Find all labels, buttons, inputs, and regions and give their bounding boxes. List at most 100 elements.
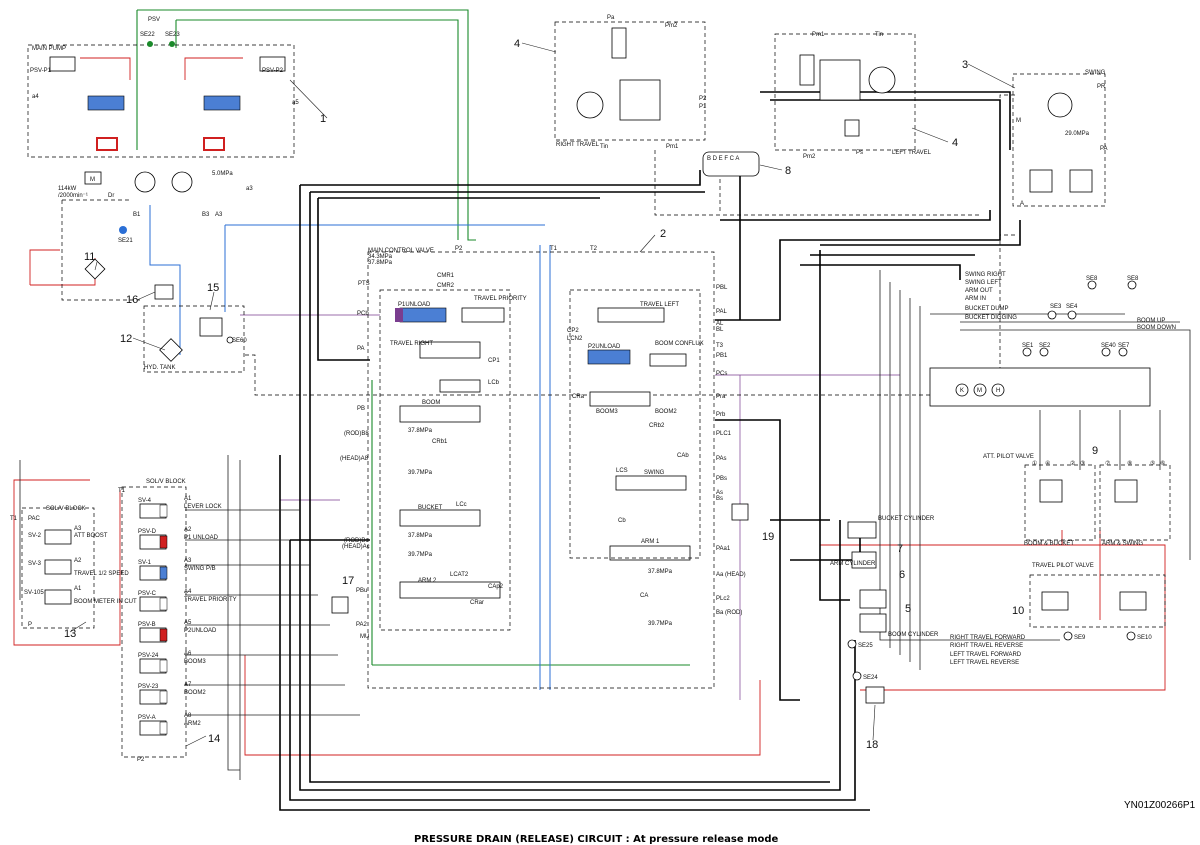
solenoid-id: PSV-A — [138, 715, 156, 721]
svg-text:PTS: PTS — [358, 281, 370, 287]
svg-text:MU: MU — [360, 634, 369, 640]
svg-text:SE25: SE25 — [858, 643, 873, 649]
solenoid-id: PSV-23 — [138, 684, 159, 690]
svg-text:PSV-P1: PSV-P1 — [30, 68, 52, 74]
svg-text:3: 3 — [962, 59, 968, 71]
svg-text:A3: A3 — [74, 526, 82, 532]
svg-text:①: ① — [1032, 460, 1037, 467]
svg-text:Pa: Pa — [607, 15, 615, 21]
svg-text:PBL: PBL — [716, 285, 728, 291]
svg-text:Pra: Pra — [716, 394, 726, 400]
svg-text:PCs: PCs — [716, 371, 727, 377]
cylinders: BUCKET CYLINDER ARM CYLINDER BOOM CYLIND… — [830, 516, 939, 638]
svg-text:PB1: PB1 — [716, 353, 728, 359]
svg-text:LEFT TRAVEL: LEFT TRAVEL — [892, 150, 932, 156]
svg-text:BOOM2: BOOM2 — [655, 409, 677, 415]
pilot-shuttle-block: K M H — [929, 367, 1151, 407]
right-travel-motor: Pa Pm2 RIGHT TRAVEL Tin Pm1 P2 P1 — [554, 15, 707, 150]
solenoid-coil — [159, 566, 168, 580]
svg-text:③: ③ — [1080, 460, 1085, 467]
svg-text:SE23: SE23 — [165, 32, 180, 38]
solenoid-function: ARM2 — [184, 721, 201, 727]
svg-text:37.8MPa: 37.8MPa — [408, 428, 433, 434]
solenoid-function: TRAVEL PRIORITY — [184, 597, 237, 603]
swivel-joint: B D E F C A — [702, 151, 760, 177]
drawing-code: YN01Z00266P1 — [1124, 800, 1196, 811]
svg-text:CMR2: CMR2 — [437, 283, 455, 289]
svg-text:SV-3: SV-3 — [28, 561, 42, 567]
svg-text:HYD. TANK: HYD. TANK — [144, 365, 175, 371]
solenoid-id: PSV-24 — [138, 653, 159, 659]
svg-text:ARM 1: ARM 1 — [641, 539, 660, 545]
svg-text:PAC: PAC — [28, 516, 41, 522]
svg-text:SE3: SE3 — [1050, 304, 1062, 310]
svg-text:BOOM METER IN CUT: BOOM METER IN CUT — [74, 599, 137, 605]
svg-text:B D E F C A: B D E F C A — [707, 156, 739, 162]
svg-text:16: 16 — [126, 294, 138, 306]
svg-text:B1: B1 — [133, 212, 141, 218]
svg-text:7: 7 — [897, 543, 903, 555]
solenoid-coil — [159, 721, 168, 735]
svg-text:SE8: SE8 — [1127, 276, 1139, 282]
pilot-line-label: ARM OUT — [965, 288, 993, 294]
svg-text:BOOM3: BOOM3 — [596, 409, 618, 415]
svg-text:SV-105: SV-105 — [24, 590, 44, 596]
svg-text:10: 10 — [1012, 605, 1024, 617]
solenoid-port: A8 — [184, 713, 192, 719]
svg-text:37.8MPa: 37.8MPa — [408, 533, 433, 539]
svg-text:B3: B3 — [202, 212, 210, 218]
solenoid-port: A7 — [184, 682, 192, 688]
svg-text:A1: A1 — [74, 586, 82, 592]
filters — [331, 503, 885, 704]
svg-text:T1: T1 — [10, 516, 18, 522]
pilot-line-labels: SWING RIGHT SWING LEFT ARM OUT ARM IN BU… — [965, 272, 1176, 331]
svg-text:A2: A2 — [74, 558, 82, 564]
svg-text:37.8MPa: 37.8MPa — [648, 569, 673, 575]
svg-text:P1: P1 — [699, 104, 707, 110]
svg-text:Cb: Cb — [618, 518, 626, 524]
svg-text:BUCKET: BUCKET — [418, 505, 443, 511]
svg-text:A3: A3 — [215, 212, 223, 218]
svg-text:(HEAD)Ac: (HEAD)Ac — [342, 544, 370, 550]
svg-text:P2: P2 — [137, 757, 145, 763]
svg-text:a3: a3 — [246, 186, 253, 192]
svg-text:CP2: CP2 — [567, 328, 579, 334]
svg-text:PSV: PSV — [148, 17, 160, 23]
svg-text:ARM 2: ARM 2 — [418, 578, 437, 584]
svg-text:SV-2: SV-2 — [28, 533, 42, 539]
svg-text:P: P — [28, 622, 32, 628]
svg-text:SOL/V BLOCK: SOL/V BLOCK — [46, 506, 86, 512]
solenoid-coil — [159, 659, 168, 673]
svg-text:a4: a4 — [32, 94, 39, 100]
svg-text:SE22: SE22 — [140, 32, 155, 38]
svg-text:CAb: CAb — [677, 453, 689, 459]
svg-text:13: 13 — [64, 628, 76, 640]
svg-text:CRb2: CRb2 — [649, 423, 665, 429]
solenoid-port: A3 — [184, 558, 192, 564]
blue-drain-lines — [149, 205, 551, 690]
svg-text:CRa: CRa — [572, 394, 585, 400]
solenoid-id: PSV-D — [138, 529, 157, 535]
svg-text:SE10: SE10 — [1137, 635, 1152, 641]
svg-text:P2UNLOAD: P2UNLOAD — [588, 344, 621, 350]
sensors: SE8 SE8 SE3 SE4 SE1 SE2 SE40 SE7 SE9 SE1… — [847, 276, 1152, 681]
svg-text:④: ④ — [1045, 460, 1050, 467]
svg-text:(ROD)B8: (ROD)B8 — [344, 431, 369, 437]
svg-text:ARM CYLINDER: ARM CYLINDER — [830, 561, 876, 567]
solenoid-coil — [159, 504, 168, 518]
svg-text:SE40: SE40 — [1101, 343, 1116, 349]
svg-text:5.0MPa: 5.0MPa — [212, 171, 233, 177]
solenoid-id: PSV-C — [138, 591, 157, 597]
svg-text:/2000min⁻¹: /2000min⁻¹ — [58, 193, 88, 199]
svg-text:Tin: Tin — [600, 144, 608, 150]
solenoid-function: LEVER LOCK — [184, 504, 222, 510]
svg-text:PLc2: PLc2 — [716, 596, 730, 602]
svg-text:M: M — [977, 388, 982, 394]
svg-text:TRAVEL 1/2 SPEED: TRAVEL 1/2 SPEED — [74, 571, 129, 577]
svg-text:Pm1: Pm1 — [812, 32, 825, 38]
svg-text:39.7MPa: 39.7MPa — [408, 552, 433, 558]
svg-text:⑦: ⑦ — [1105, 460, 1110, 467]
svg-text:PAa1: PAa1 — [716, 546, 731, 552]
svg-text:LCN2: LCN2 — [567, 336, 583, 342]
